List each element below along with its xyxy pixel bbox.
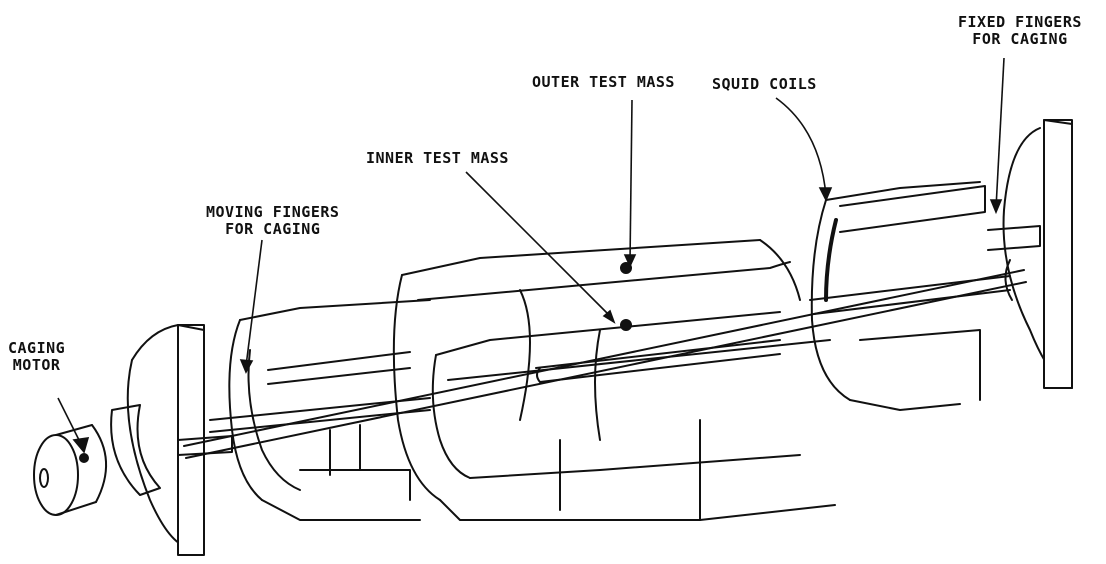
moving-fingers-label-line2: FOR CAGING — [225, 220, 321, 238]
leader-moving-fingers — [245, 239, 263, 367]
leader-fixed-fingers — [995, 57, 1005, 209]
leader-squid-coils — [775, 97, 827, 197]
moving-fingers-label: MOVING FINGERS FOR CAGING — [206, 204, 339, 238]
leader-outer-test-mass — [629, 99, 633, 263]
right-end-cap — [987, 119, 1073, 389]
fixed-fingers-label: FIXED FINGERS FOR CAGING — [958, 14, 1082, 48]
leader-caging-motor — [57, 397, 83, 447]
inner-test-mass-label: INNER TEST MASS — [366, 149, 509, 167]
left-end-cap — [110, 324, 233, 556]
outer-test-mass-label: OUTER TEST MASS — [532, 73, 675, 91]
moving-fingers-label-line1: MOVING FINGERS — [206, 203, 340, 221]
squid-coil-housing — [809, 181, 1011, 411]
squid-coils-label: SQUID COILS — [712, 75, 817, 93]
caging-motor-label: CAGING MOTOR — [8, 340, 65, 374]
caging-motor-label-line2: MOTOR — [12, 356, 61, 374]
outer-test-mass-body — [392, 239, 836, 521]
caging-motor — [33, 424, 107, 516]
leader-inner-test-mass — [465, 171, 613, 319]
fixed-fingers-label-line1: FIXED FINGERS — [958, 13, 1082, 31]
fixed-fingers-label-line2: FOR CAGING — [972, 30, 1068, 48]
caging-motor-label-line1: CAGING — [8, 339, 66, 357]
central-shaft — [183, 269, 1027, 459]
